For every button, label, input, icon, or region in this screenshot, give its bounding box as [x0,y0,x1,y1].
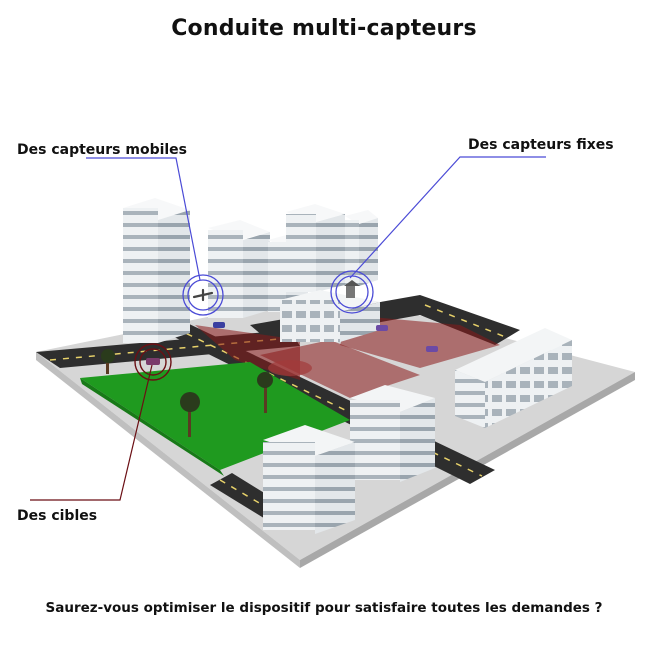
label-targets: Des cibles [17,508,98,524]
fixed-sensor-icon [330,270,374,314]
tree-icon [101,349,273,437]
page-title: Conduite multi-capteurs [171,16,477,41]
vehicles [213,322,438,352]
target-vehicle-icon [134,343,172,381]
footer-question: Saurez-vous optimiser le dispositif pour… [45,600,603,616]
label-mobile-sensors: Des capteurs mobiles [17,142,188,158]
label-fixed-sensors: Des capteurs fixes [468,137,614,153]
buildings [123,198,572,534]
leader-lines [30,156,546,501]
drone-icon [182,274,224,316]
